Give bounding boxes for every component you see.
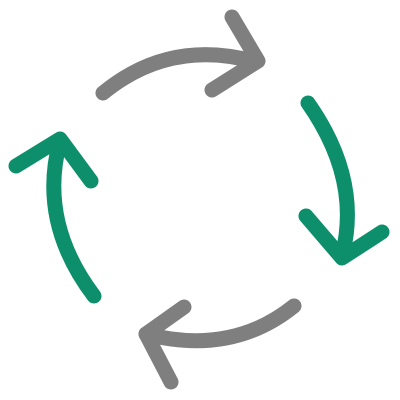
top-arrow-icon	[95, 9, 266, 101]
bottom-arrow-shaft	[138, 298, 302, 349]
left-arrow-icon	[8, 131, 102, 304]
bottom-arrow-icon	[138, 298, 302, 390]
bottom-arrow-head	[138, 299, 192, 390]
top-arrow-head	[204, 9, 266, 98]
left-arrow-head	[8, 131, 99, 189]
right-arrow-icon	[298, 95, 390, 266]
top-arrow-shaft	[95, 47, 264, 101]
right-arrow-shaft	[300, 95, 355, 264]
left-arrow-shaft	[46, 133, 102, 304]
right-arrow-head	[298, 208, 390, 266]
